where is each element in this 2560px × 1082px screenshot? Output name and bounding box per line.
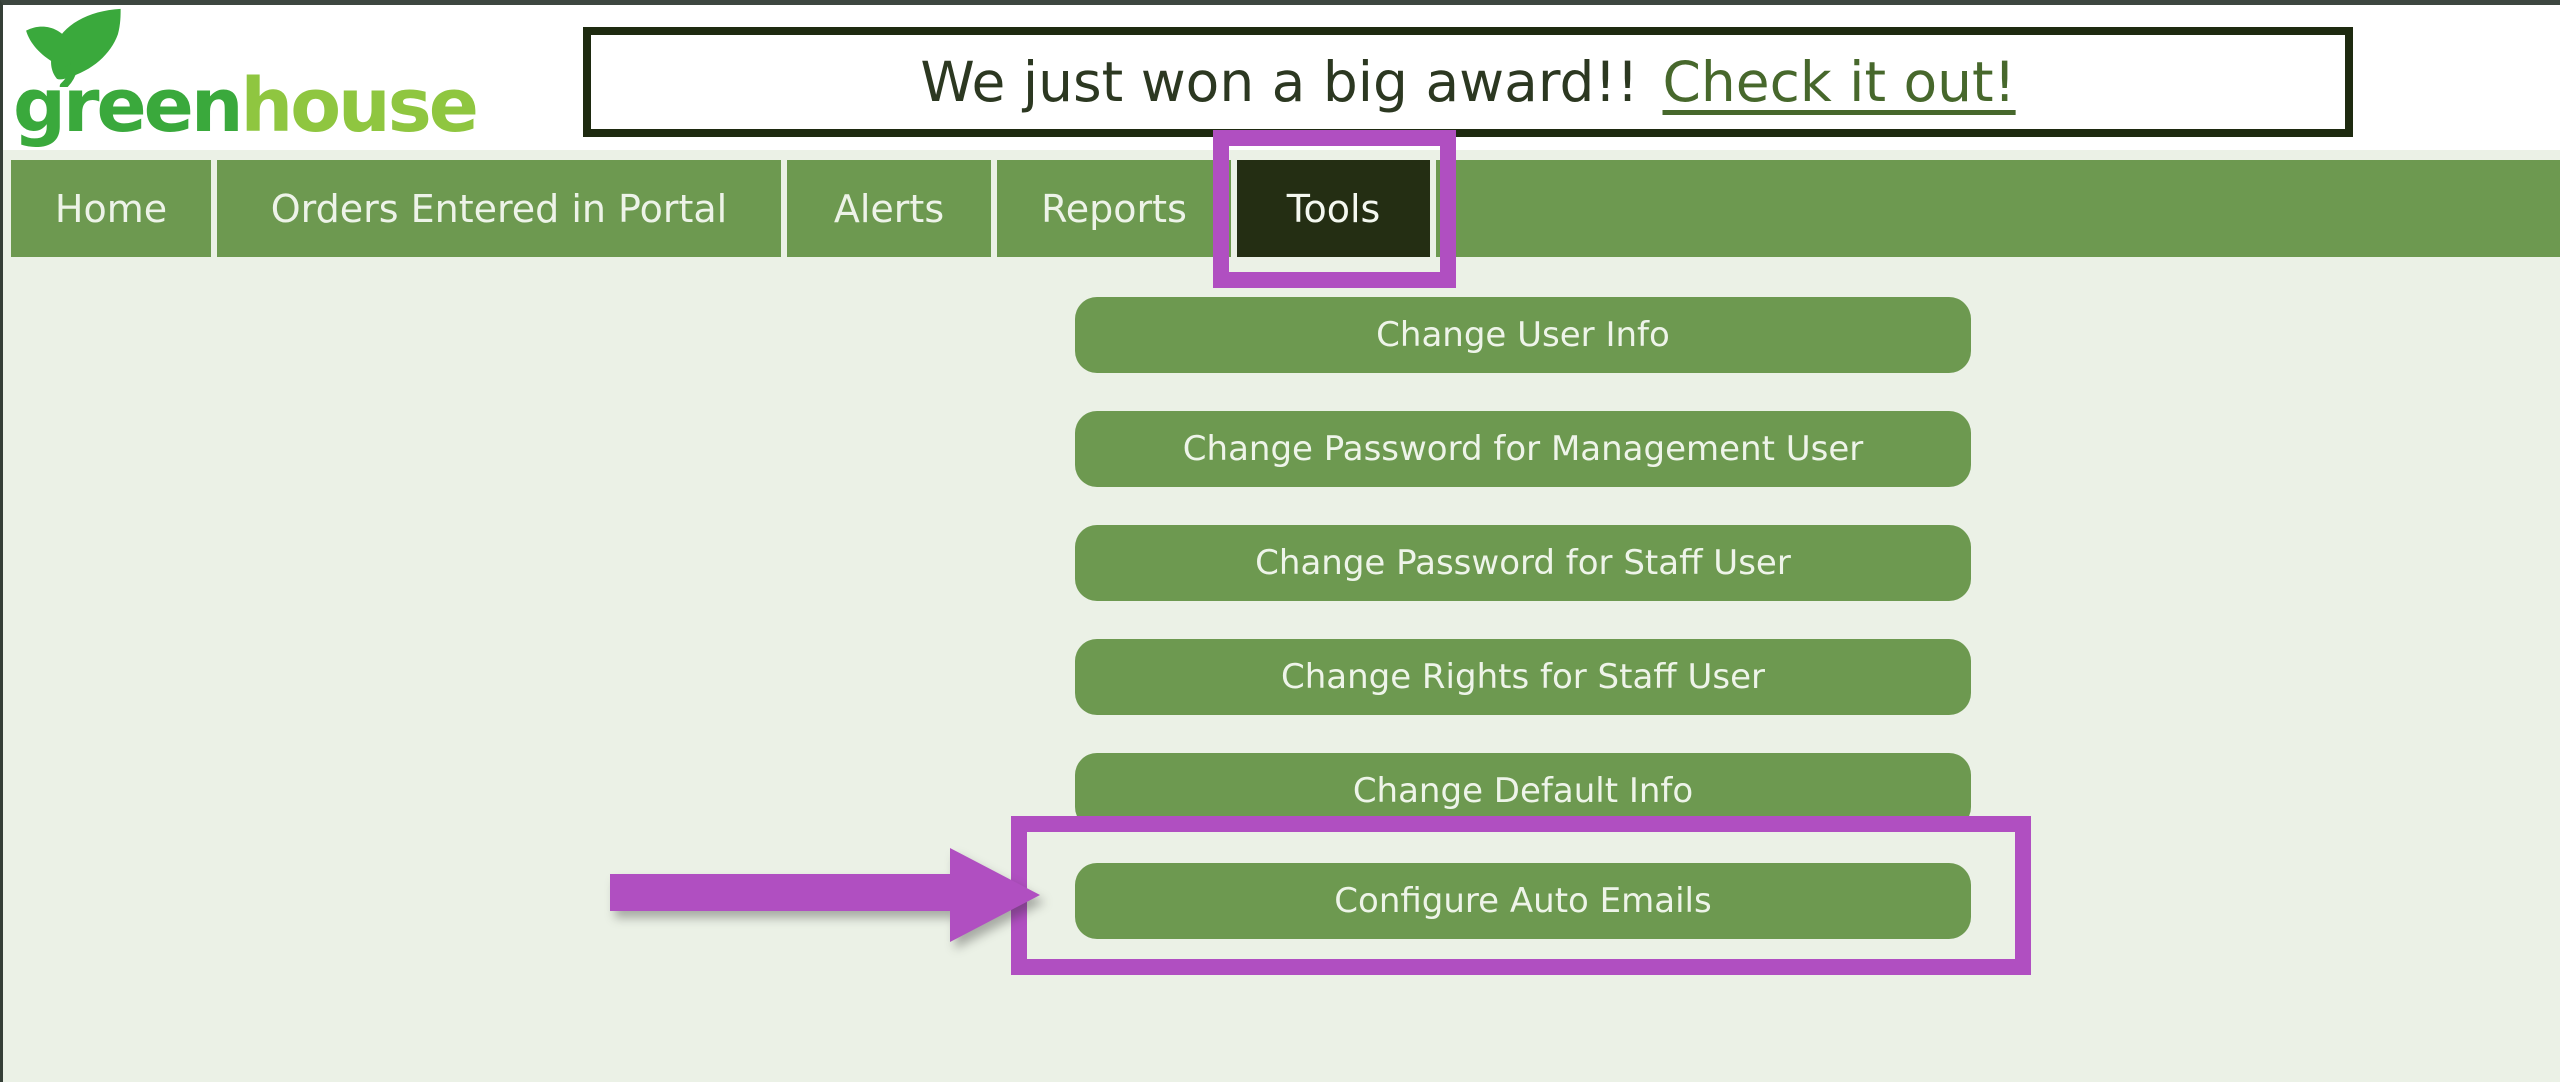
main-nav: Home Orders Entered in Portal Alerts Rep…	[3, 160, 2560, 257]
logo-word-house: house	[240, 63, 479, 149]
check-it-out-link[interactable]: Check it out!	[1662, 50, 2016, 114]
change-user-info-button[interactable]: Change User Info	[1075, 297, 1971, 373]
nav-filler	[1436, 160, 2560, 257]
nav-item-home[interactable]: Home	[11, 160, 217, 257]
header: greenhouse We just won a big award!! Che…	[3, 5, 2560, 150]
nav-item-tools[interactable]: Tools	[1237, 160, 1436, 257]
nav-item-alerts[interactable]: Alerts	[787, 160, 997, 257]
change-password-management-user-button[interactable]: Change Password for Management User	[1075, 411, 1971, 487]
configure-auto-emails-button[interactable]: Configure Auto Emails	[1075, 863, 1971, 939]
change-rights-staff-user-button[interactable]: Change Rights for Staff User	[1075, 639, 1971, 715]
nav-left-spacer	[3, 160, 11, 257]
banner-message: We just won a big award!!	[920, 50, 1639, 114]
nav-item-reports[interactable]: Reports	[997, 160, 1237, 257]
announcement-banner: We just won a big award!! Check it out!	[583, 27, 2353, 137]
change-default-info-button[interactable]: Change Default Info	[1075, 753, 1971, 829]
logo-wordmark: greenhouse	[13, 69, 479, 143]
annotation-arrow-icon	[610, 848, 1040, 942]
logo-word-green: green	[13, 63, 244, 149]
nav-item-orders-entered-in-portal[interactable]: Orders Entered in Portal	[217, 160, 787, 257]
sprout-leaves-icon	[26, 8, 121, 87]
greenhouse-logo: greenhouse	[13, 7, 479, 143]
change-password-staff-user-button[interactable]: Change Password for Staff User	[1075, 525, 1971, 601]
